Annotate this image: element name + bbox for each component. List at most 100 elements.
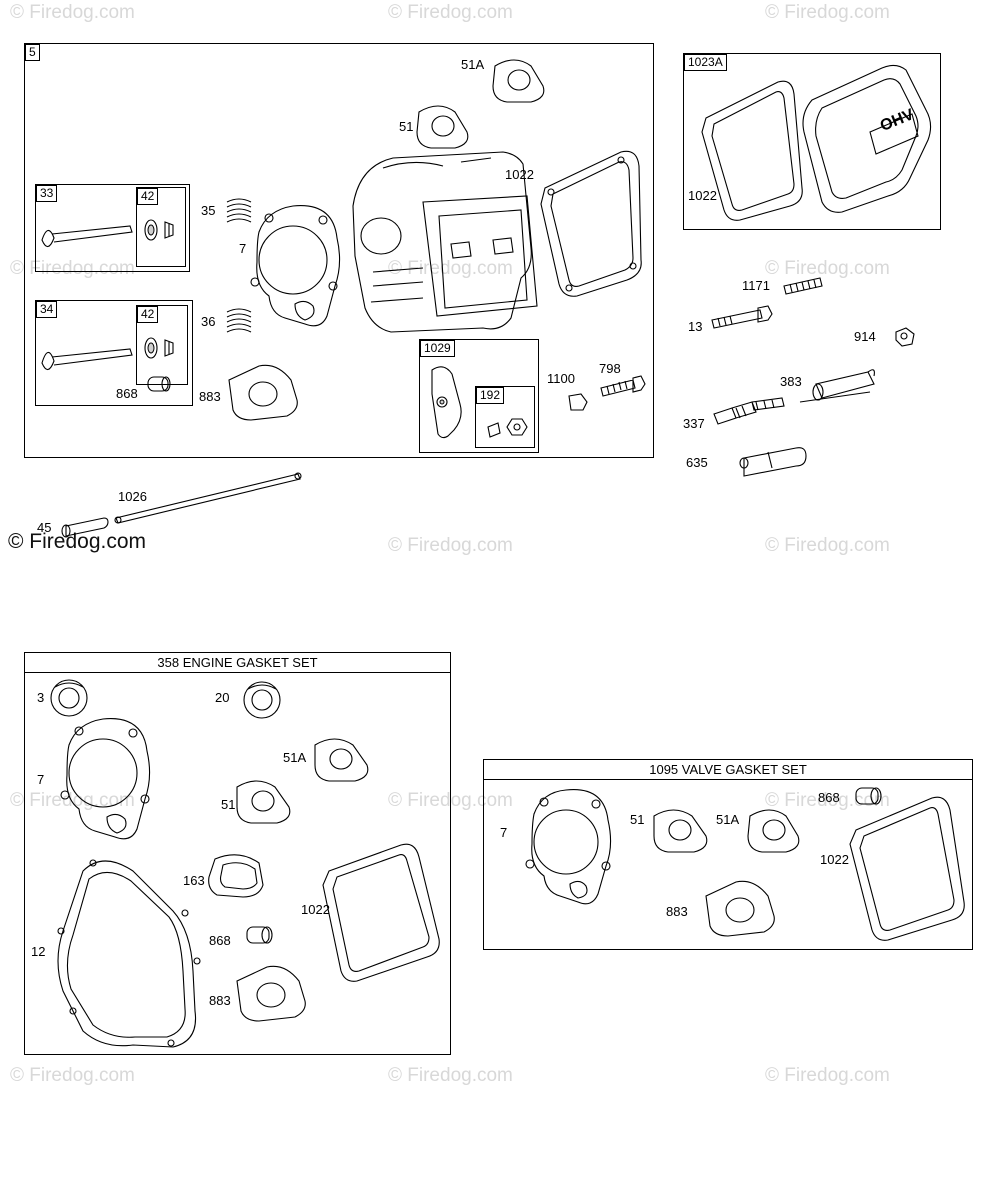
valve-cover-gasket-1022-icon [701,80,803,221]
set-label-163: 163 [183,873,205,888]
cylinder-head-box: 5 33 42 34 42 [24,43,654,458]
part-label-35: 35 [201,203,216,218]
vset-label-868: 868 [818,790,840,805]
vset-label-51: 51 [630,812,645,827]
cylinder-head-tag: 5 [25,44,40,61]
gasket-51a-icon [492,59,545,103]
gasket-51a-set-icon [314,738,369,782]
vset-head-gasket-7-icon [525,789,612,905]
part-label-7: 7 [239,241,247,256]
part-label-51a: 51A [461,57,485,72]
rocker-arm-icon [431,366,462,439]
part-label-914: 914 [854,329,876,344]
vset-label-51a: 51A [716,812,740,827]
screw-914-icon [895,327,915,347]
valve-seal-868-set-icon [246,926,273,944]
intake-keeper-tag: 42 [137,306,159,323]
part-label-1171: 1171 [742,278,770,293]
vset-intake-gasket-883-icon [705,880,775,937]
watermark: © Firedog.com [10,258,135,279]
cylinder-head-icon [352,151,538,333]
engine-gasket-set-box: 358 ENGINE GASKET SET [24,652,451,1055]
watermark: © Firedog.com [10,2,135,23]
part-label-1022-cover: 1022 [688,188,717,203]
intake-keeper-icon [144,337,174,359]
valve-cover-box: 1023A OHV 1022 [683,53,941,230]
rocker-bolt-798-icon [600,375,646,397]
vset-label-7: 7 [500,825,508,840]
rocker-arm-tag: 1029 [420,340,455,357]
valve-keeper-tag: 42 [137,188,159,205]
watermark: © Firedog.com [388,2,513,23]
valve-cover-gasket-1022-set-icon [322,843,440,982]
part-label-51: 51 [399,119,414,134]
rocker-nut-box: 192 [475,386,535,448]
exhaust-valve-tag: 33 [36,185,58,202]
tube-635-icon [739,447,807,477]
part-label-635: 635 [686,455,708,470]
part-label-13: 13 [688,319,703,334]
vset-label-1022: 1022 [820,852,849,867]
watermark-main: © Firedog.com [8,530,147,553]
valve-cover-tag: 1023A [684,54,727,71]
exhaust-valve-icon [41,225,133,248]
valve-spring-35-icon [226,198,252,223]
intake-valve-tag: 34 [36,301,58,318]
valve-keeper-icon [144,219,174,241]
part-label-798: 798 [599,361,621,376]
stud-1171-icon [783,277,823,295]
valve-spring-36-icon [226,308,252,333]
vset-gasket-51a-icon [747,809,800,853]
valve-cover-icon [802,64,932,213]
intake-valve-box: 34 42 868 [35,300,193,406]
part-label-1026: 1026 [118,489,147,504]
part-label-36: 36 [201,314,216,329]
set-label-20: 20 [215,690,230,705]
gasket-51-set-icon [236,780,291,824]
gasket-163-icon [208,854,264,898]
valve-keeper-box: 42 [136,187,186,267]
part-label-1100: 1100 [547,371,575,386]
vset-valve-seal-868-icon [855,787,882,805]
watermark: © Firedog.com [388,1065,513,1086]
bolt-13-icon [711,305,773,329]
watermark: © Firedog.com [765,790,890,811]
part-1100-icon [568,393,588,411]
part-label-868: 868 [116,386,138,401]
watermark: © Firedog.com [388,535,513,556]
part-label-883: 883 [199,389,221,404]
intake-valve-icon [41,348,133,371]
watermark: © Firedog.com [388,258,513,279]
valve-seal-868-icon [147,376,171,392]
set-label-12: 12 [31,944,46,959]
head-gasket-7-icon [60,718,151,840]
crankcase-gasket-12-icon [57,859,201,1048]
watermark: © Firedog.com [10,790,135,811]
vset-gasket-51-icon [653,809,708,853]
intake-gasket-883-set-icon [236,965,306,1022]
set-label-51a: 51A [283,750,307,765]
set-label-51: 51 [221,797,236,812]
part-label-337: 337 [683,416,705,431]
watermark: © Firedog.com [765,258,890,279]
part-label-45: 45 [37,520,52,535]
oil-seal-3-icon [50,679,88,717]
set-label-7: 7 [37,772,45,787]
watermark: © Firedog.com [765,2,890,23]
valve-gasket-set-title: 1095 VALVE GASKET SET [484,760,972,780]
watermark: © Firedog.com [765,1065,890,1086]
valve-cover-gasket-icon [540,150,642,297]
set-label-1022: 1022 [301,902,330,917]
part-label-383: 383 [780,374,802,389]
rocker-nut-tag: 192 [476,387,505,404]
set-label-883: 883 [209,993,231,1008]
watermark: © Firedog.com [765,535,890,556]
rocker-arm-box: 1029 192 [419,339,539,453]
oil-seal-20-icon [243,681,281,719]
watermark: © Firedog.com [10,1065,135,1086]
valve-gasket-set-box: 1095 VALVE GASKET SET 7 51 51A 868 1022 … [483,759,973,950]
set-label-868: 868 [209,933,231,948]
rocker-nut-icon [487,418,528,438]
set-label-3: 3 [37,690,45,705]
exhaust-valve-box: 33 42 [35,184,190,272]
